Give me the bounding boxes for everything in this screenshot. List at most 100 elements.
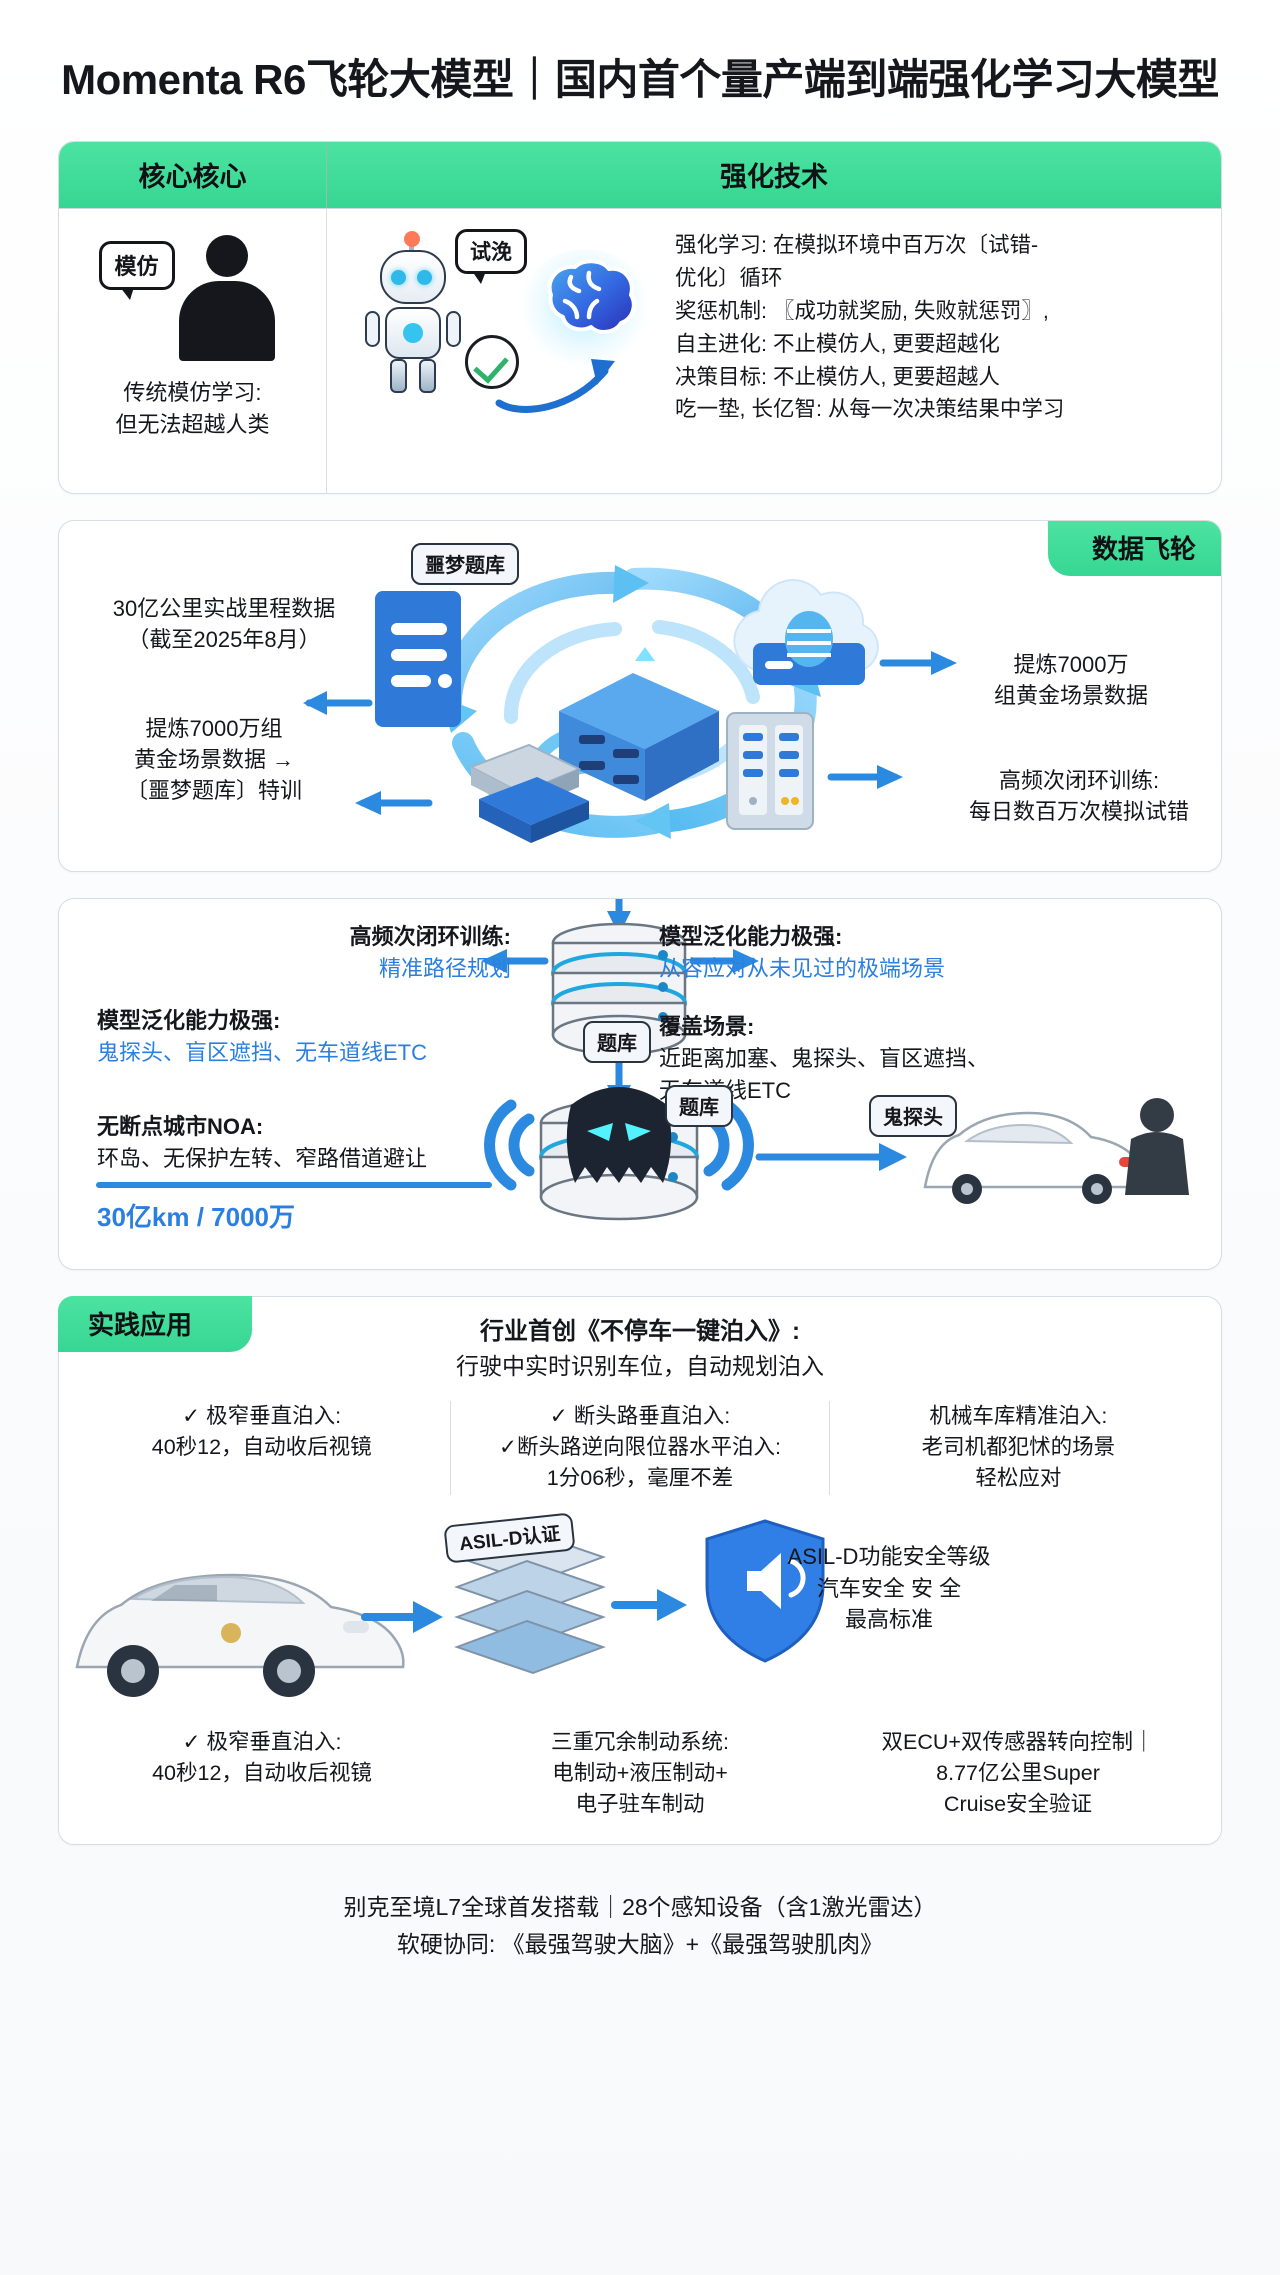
golden-line-2: 组黄金场景数据: [993, 683, 1148, 709]
s3-coverage-title: 覆盖场景:: [659, 1014, 755, 1039]
robot-core-icon: [403, 323, 423, 343]
robot-eye-right-icon: [417, 270, 432, 285]
s3-generalization-left-label: 模型泛化能力极强: 鬼探头、盲区遮挡、无车道线ETC: [97, 1005, 497, 1069]
robot-icon: [359, 231, 467, 397]
page-title: Momenta R6飞轮大模型｜国内首个量产端到端强化学习大模型: [61, 56, 1219, 103]
bot-ecu-line-3: Cruise安全验证: [943, 1792, 1093, 1816]
robot-leg-right-icon: [419, 359, 436, 393]
practice-bottom-columns: ✓ 极窄垂直泊入: 40秒12，自动收后视镜 三重冗余制动系统: 电制动+液压制…: [59, 1721, 1221, 1821]
s3-noa-title: 无断点城市NOA:: [97, 1114, 264, 1139]
question-bank-chip-1: 题库: [583, 1021, 651, 1063]
closedloop-line-1: 高频次闭环训练:: [998, 768, 1160, 793]
narrow-parking-line-1: ✓ 极窄垂直泊入:: [182, 1404, 342, 1429]
practice-graphic-svg: [75, 1519, 825, 1697]
robot-arm-right-icon: [446, 311, 461, 347]
s3-gen-left-title: 模型泛化能力极强:: [97, 1008, 281, 1033]
deadend-line-3: 1分06秒，毫厘不差: [546, 1466, 734, 1491]
practice-headline: 行业首创《不停车一键泊入》: 行驶中实时识别车位，自动规划泊入: [59, 1297, 1221, 1391]
footer-line-2: 软硬协同: 《最强驾驶大脑》+《最强驾驶肌肉》: [396, 1930, 884, 1957]
practice-bottom-col-narrow: ✓ 极窄垂直泊入: 40秒12，自动收后视镜: [73, 1727, 451, 1821]
bot-brake-line-3: 电子驻车制动: [575, 1792, 705, 1816]
ghost-head-chip: 鬼探头: [869, 1095, 957, 1137]
robot-antenna-ball-icon: [404, 231, 420, 247]
imitation-caption-line2: 但无法超越人类: [115, 411, 270, 437]
robot-leg-left-icon: [390, 359, 407, 393]
bot-narrow-line-2: 40秒12，自动收后视镜: [152, 1760, 372, 1785]
practice-top-columns: ✓ 极窄垂直泊入: 40秒12，自动收后视镜 ✓ 断头路垂直泊入: ✓断头路逆向…: [59, 1391, 1221, 1495]
s3-closed-loop-label: 高频次闭环训练: 精准路径规划: [211, 921, 511, 985]
rl-line-5: 决策目标: 不止模仿人, 更要超越人: [675, 364, 1000, 389]
robot-arm-left-icon: [365, 311, 380, 347]
bot-ecu-line-2: 8.77亿公里Super: [936, 1760, 1100, 1785]
bot-ecu-line-1: 双ECU+双传感器转向控制｜: [881, 1729, 1155, 1754]
rl-line-1: 强化学习: 在模拟环境中百万次〔试错-: [675, 233, 1039, 257]
shield-line-2: 汽车安全 安 全: [816, 1575, 962, 1601]
extract-line-3: 〔噩梦题库〕特训: [125, 778, 302, 804]
rl-line-4: 自主进化: 不止模仿人, 更要超越化: [675, 331, 1000, 356]
bot-brake-line-2: 电制动+液压制动+: [552, 1760, 728, 1785]
document-node-icon: [375, 591, 461, 727]
practice-tab-label: 实践应用: [58, 1296, 253, 1352]
practice-col-deadend-parking: ✓ 断头路垂直泊入: ✓断头路逆向限位器水平泊入: 1分06秒，毫厘不差: [450, 1401, 830, 1495]
garage-line-3: 轻松应对: [975, 1466, 1062, 1491]
flywheel-label-mileage: 30亿公里实战里程数据 （截至2025年8月）: [87, 593, 361, 655]
reinforcement-graphic: 试浼: [337, 223, 667, 479]
question-bank-graphic: [96, 899, 1189, 1221]
reinforcement-text-block: 强化学习: 在模拟环境中百万次〔试错- 优化〕循环 奖惩机制: 〖成功就奖励, …: [667, 223, 1203, 479]
server-rack-icon: [726, 712, 814, 830]
extract-line-2: 黄金场景数据 →: [133, 747, 295, 773]
section1-header-row: 核心核心 强化技术: [59, 142, 1221, 209]
server-box-icon: [559, 647, 719, 801]
s3-gen-right-value: 从容应对从未见过的极端场景: [659, 955, 946, 981]
s3-noa-label: 无断点城市NOA: 环岛、无保护左转、窄路借道避让: [97, 1111, 497, 1175]
shield-text-block: ASIL-D功能安全等级 汽车安全 安 全 最高标准: [781, 1541, 997, 1637]
imitation-panel: 模仿 传统模仿学习: 但无法超越人类: [59, 209, 327, 493]
deadend-line-2: ✓断头路逆向限位器水平泊入:: [498, 1435, 781, 1460]
brain-svg: [547, 259, 636, 334]
person-graphic: 模仿: [93, 235, 293, 363]
section1-body: 模仿 传统模仿学习: 但无法超越人类: [59, 209, 1221, 493]
s3-coverage-line-1: 近距离加塞、鬼探头、盲区遮挡、: [659, 1045, 990, 1071]
imitation-bubble: 模仿: [98, 241, 175, 300]
closedloop-line-2: 每日数百万次模拟试错: [968, 799, 1189, 825]
flywheel-swirl-graphic: [303, 565, 957, 843]
person-head-icon: [205, 235, 248, 277]
mileage-line-2: （截至2025年8月）: [127, 627, 321, 653]
white-car-icon: [923, 1111, 1145, 1204]
practice-mid-graphics: ASIL-D认证 ASIL-D功能安全等级 汽车安全 安 全 最高标准: [59, 1505, 1221, 1721]
person-body-icon: [178, 281, 275, 361]
check-circle-icon: [465, 335, 519, 389]
section-core-technology: 核心核心 强化技术 模仿 传统模仿学习: 但无法超越人类: [58, 141, 1222, 494]
reinforcement-panel: 试浼: [327, 209, 1221, 493]
footer-note: 别克至境L7全球首发搭载｜28个感知设备（含1激光雷达） 软硬协同: 《最强驾驶…: [58, 1871, 1222, 2003]
s3-gen-right-title: 模型泛化能力极强:: [659, 924, 843, 949]
golden-line-1: 提炼7000万: [1013, 652, 1129, 677]
s3-gen-left-value: 鬼探头、盲区遮挡、无车道线ETC: [97, 1039, 428, 1065]
database-cylinder-icon: [551, 922, 687, 1056]
evolution-arrow-icon: [495, 359, 615, 413]
header-core: 核心核心: [59, 142, 327, 208]
pedestrian-silhouette-icon: [1125, 1098, 1189, 1195]
imitation-caption-line1: 传统模仿学习:: [123, 380, 262, 405]
monster-database-icon: [539, 1087, 699, 1221]
practice-headline-title: 行业首创《不停车一键泊入》:: [480, 1318, 800, 1345]
flywheel-label-extract-train: 提炼7000万组 黄金场景数据 → 〔噩梦题库〕特训: [87, 713, 341, 807]
rl-line-2: 优化〕循环: [675, 265, 783, 290]
bot-narrow-line-1: ✓ 极窄垂直泊入:: [182, 1729, 342, 1754]
brain-icon: [519, 249, 651, 365]
shield-line-3: 最高标准: [844, 1607, 933, 1633]
extract-line-1: 提炼7000万组: [145, 716, 283, 741]
nightmare-bank-chip: 噩梦题库: [411, 543, 519, 585]
practice-col-narrow-parking: ✓ 极窄垂直泊入: 40秒12，自动收后视镜: [73, 1401, 450, 1495]
person-icon: [178, 235, 275, 361]
section-question-bank: 题库 题库 鬼探头 高频次闭环训练: 精准路径规划 模型泛化能力极强: 鬼探头、…: [58, 898, 1222, 1270]
cloud-node-icon: [733, 579, 879, 685]
suv-car-icon: [75, 1573, 405, 1697]
practice-col-mechanical-garage: 机械车库精准泊入: 老司机都犯怵的场景 轻松应对: [830, 1401, 1207, 1495]
s3-closed-loop-value: 精准路径规划: [378, 955, 511, 981]
flywheel-tab-label: 数据飞轮: [1047, 521, 1221, 576]
bot-brake-line-1: 三重冗余制动系统:: [551, 1729, 729, 1754]
question-bank-chip-2: 题库: [665, 1085, 733, 1127]
narrow-parking-line-2: 40秒12，自动收后视镜: [151, 1435, 372, 1460]
practice-bottom-col-brake: 三重冗余制动系统: 电制动+液压制动+ 电子驻车制动: [451, 1727, 829, 1821]
